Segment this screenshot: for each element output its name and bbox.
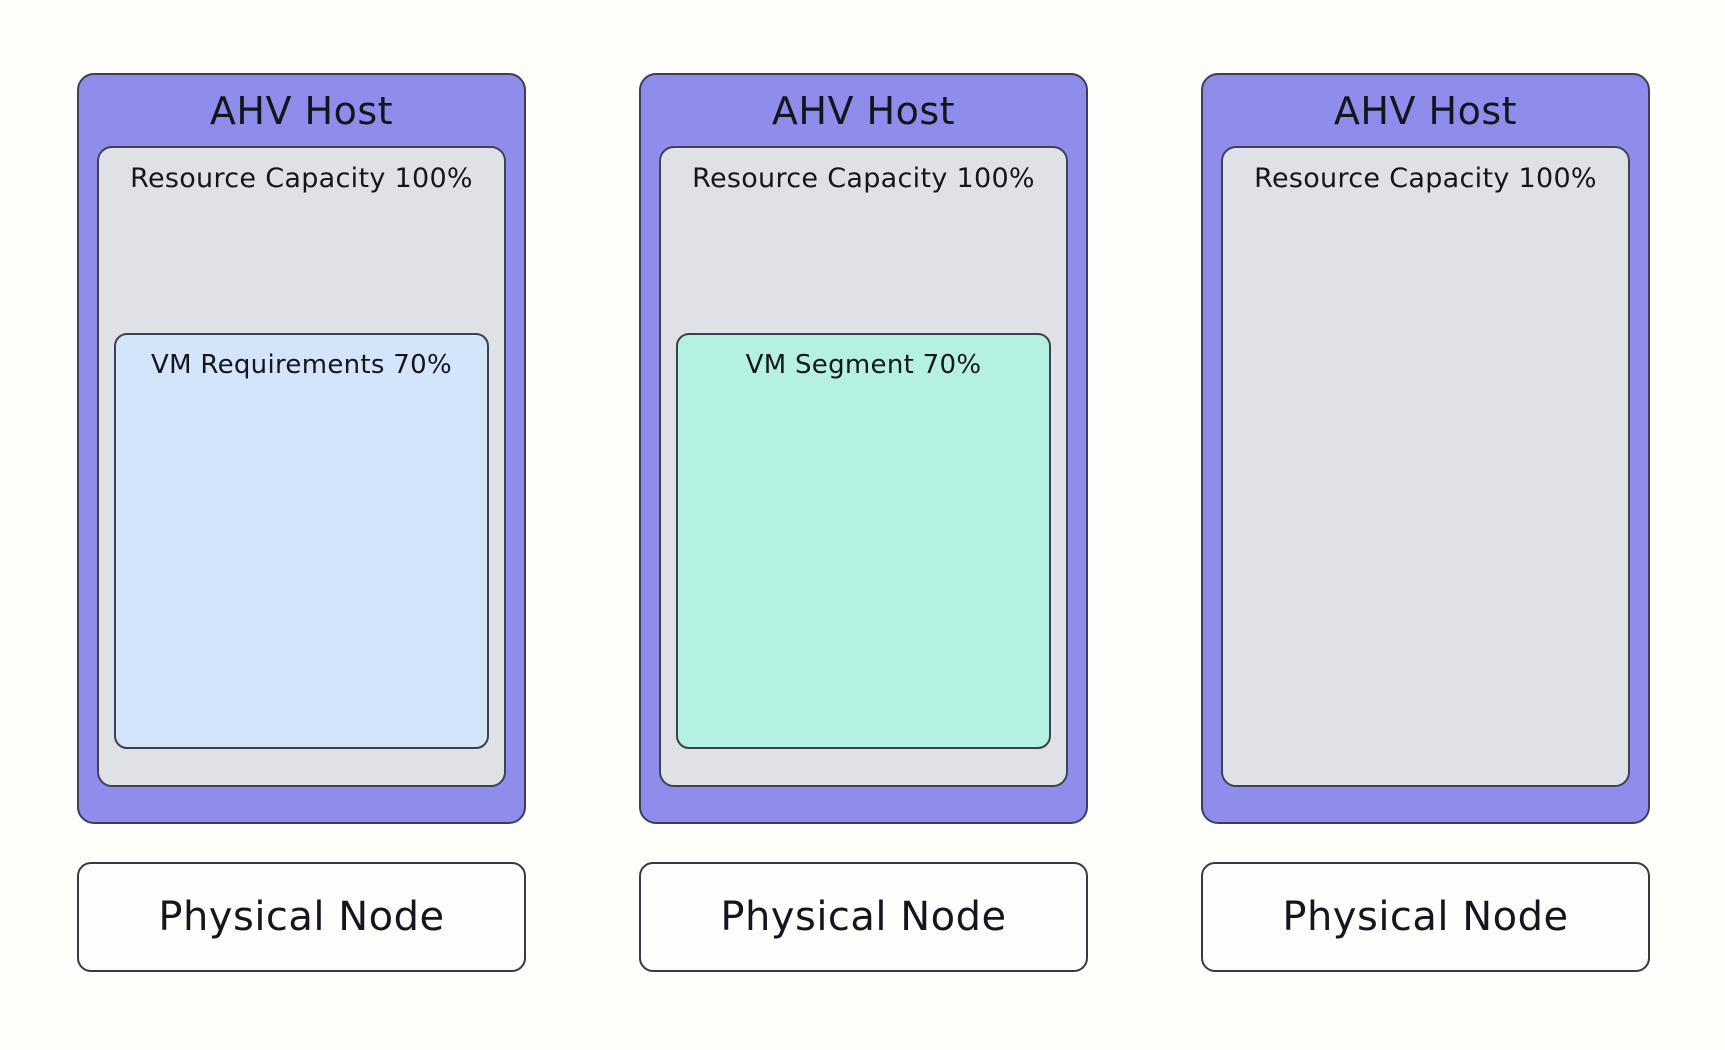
vm-label: VM Requirements 70% <box>151 350 452 380</box>
resource-capacity-box: Resource Capacity 100% <box>1221 146 1630 787</box>
resource-capacity-label: Resource Capacity 100% <box>130 163 473 194</box>
ahv-host-title: AHV Host <box>1333 88 1518 133</box>
physical-node-box: Physical Node <box>1201 862 1650 972</box>
resource-capacity-label: Resource Capacity 100% <box>692 163 1035 194</box>
vm-label: VM Segment 70% <box>745 350 982 380</box>
vm-requirements-box: VM Requirements 70% <box>114 333 489 749</box>
physical-node-label: Physical Node <box>720 894 1007 940</box>
ahv-host-box: AHV Host Resource Capacity 100% VM Segme… <box>639 73 1088 824</box>
vm-segment-box: VM Segment 70% <box>676 333 1051 749</box>
physical-node-box: Physical Node <box>77 862 526 972</box>
host-column: AHV Host Resource Capacity 100% VM Requi… <box>77 73 526 972</box>
host-column: AHV Host Resource Capacity 100% VM Segme… <box>639 73 1088 972</box>
ahv-host-title: AHV Host <box>209 88 394 133</box>
ahv-host-title: AHV Host <box>771 88 956 133</box>
ahv-host-box: AHV Host Resource Capacity 100% <box>1201 73 1650 824</box>
host-columns-row: AHV Host Resource Capacity 100% VM Requi… <box>77 73 1650 972</box>
resource-capacity-label: Resource Capacity 100% <box>1254 163 1597 194</box>
host-column: AHV Host Resource Capacity 100% Physical… <box>1201 73 1650 972</box>
resource-capacity-box: Resource Capacity 100% VM Segment 70% <box>659 146 1068 787</box>
physical-node-label: Physical Node <box>158 894 445 940</box>
resource-capacity-box: Resource Capacity 100% VM Requirements 7… <box>97 146 506 787</box>
physical-node-label: Physical Node <box>1282 894 1569 940</box>
ahv-host-box: AHV Host Resource Capacity 100% VM Requi… <box>77 73 526 824</box>
physical-node-box: Physical Node <box>639 862 1088 972</box>
